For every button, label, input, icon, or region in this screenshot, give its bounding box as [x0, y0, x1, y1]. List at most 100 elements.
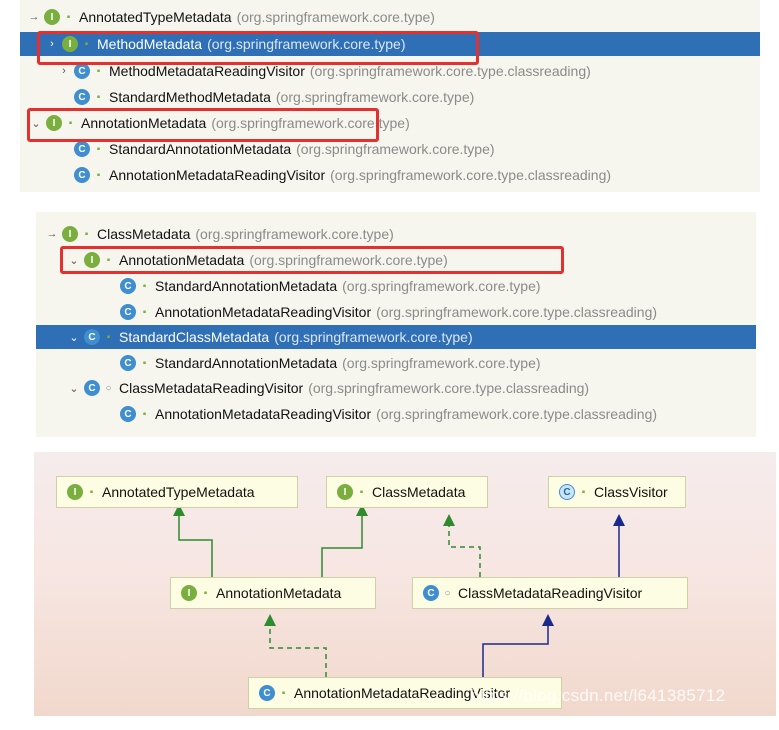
interface-icon: I — [46, 115, 62, 131]
tree-row-annotation-metadata-reading-visitor[interactable]: C ▪ AnnotationMetadataReadingVisitor (or… — [36, 402, 756, 426]
tree-row-name: MethodMetadataReadingVisitor — [109, 63, 305, 79]
collapse-arrow-icon[interactable]: → — [46, 228, 58, 240]
public-modifier-icon: ▪ — [142, 280, 147, 292]
tree-row-name: ClassMetadataReadingVisitor — [119, 380, 304, 396]
public-modifier-icon: ▪ — [96, 91, 101, 103]
public-modifier-icon: ▪ — [203, 587, 208, 599]
node-class-metadata-reading-visitor[interactable]: C ○ ClassMetadataReadingVisitor — [412, 577, 688, 609]
tree-row-name: AnnotationMetadataReadingVisitor — [155, 406, 372, 422]
tree-row-standard-class-metadata[interactable]: ⌄ C ▪ StandardClassMetadata (org.springf… — [36, 325, 756, 349]
node-label: ClassMetadata — [372, 484, 466, 500]
collapse-arrow-icon[interactable]: → — [28, 11, 40, 23]
abstract-class-icon: C — [559, 484, 575, 500]
hierarchy-panel-annotated-type-metadata: → I ▪ AnnotatedTypeMetadata (org.springf… — [20, 0, 760, 192]
watermark-text: https://blog.csdn.net/l641385712 — [470, 686, 726, 705]
tree-row-annotation-metadata-reading-visitor[interactable]: C ▪ AnnotationMetadataReadingVisitor (or… — [36, 300, 756, 324]
class-icon: C — [259, 685, 275, 701]
tree-row-name: StandardAnnotationMetadata — [155, 278, 338, 294]
tree-row-package: (org.springframework.core.type) — [342, 278, 541, 294]
node-label: AnnotationMetadataReadingVisitor — [294, 685, 511, 701]
tree-row-annotation-metadata-reading-visitor[interactable]: C ▪ AnnotationMetadataReadingVisitor (or… — [20, 163, 760, 187]
node-annotation-metadata-reading-visitor[interactable]: C ▪ AnnotationMetadataReadingVisitor — [248, 677, 562, 709]
tree-row-package: (org.springframework.core.type.classread… — [376, 406, 658, 422]
expanded-arrow-icon[interactable]: ⌄ — [69, 254, 79, 267]
tree-row-name: AnnotationMetadata — [81, 115, 207, 131]
tree-row-package: (org.springframework.core.type) — [207, 36, 406, 52]
diagram-connectors — [173, 504, 625, 677]
edge-annotation-metadata-to-class-metadata — [321, 504, 368, 577]
interface-icon: I — [62, 226, 78, 242]
public-modifier-icon: ▪ — [142, 408, 147, 420]
interface-icon: I — [67, 484, 83, 500]
class-icon: C — [120, 304, 136, 320]
tree-row-package: (org.springframework.core.type.classread… — [308, 380, 590, 396]
class-icon: C — [120, 406, 136, 422]
tree-row-method-metadata[interactable]: › I ▪ MethodMetadata (org.springframewor… — [20, 32, 760, 56]
interface-icon: I — [62, 36, 78, 52]
node-annotated-type-metadata[interactable]: I ▪ AnnotatedTypeMetadata — [56, 476, 298, 508]
tree-row-package: (org.springframework.core.type.classread… — [330, 167, 612, 183]
tree-row-package: (org.springframework.core.type) — [274, 329, 473, 345]
tree-row-name: StandardAnnotationMetadata — [109, 141, 292, 157]
interface-icon: I — [84, 252, 100, 268]
class-icon: C — [74, 89, 90, 105]
public-modifier-icon: ▪ — [142, 306, 147, 318]
class-icon: C — [74, 167, 90, 183]
interface-icon: I — [337, 484, 353, 500]
tree-row-package: (org.springframework.core.type) — [236, 9, 435, 25]
public-modifier-icon: ▪ — [96, 65, 101, 77]
public-modifier-icon: ▪ — [142, 357, 147, 369]
expanded-arrow-icon[interactable]: ⌄ — [69, 331, 79, 344]
tree-row-method-metadata-reading-visitor[interactable]: › C ▪ MethodMetadataReadingVisitor (org.… — [20, 59, 760, 83]
public-modifier-icon: ▪ — [106, 254, 111, 266]
tree-row-package: (org.springframework.core.type) — [296, 141, 495, 157]
tree-row-name: AnnotationMetadata — [119, 252, 245, 268]
tree-row-name: AnnotationMetadataReadingVisitor — [109, 167, 326, 183]
interface-icon: I — [181, 585, 197, 601]
interface-icon: I — [44, 9, 60, 25]
expand-arrow-icon[interactable]: › — [50, 38, 54, 50]
uml-diagram-panel: I ▪ AnnotatedTypeMetadata I ▪ ClassMetad… — [34, 452, 776, 716]
public-modifier-icon: ▪ — [96, 169, 101, 181]
class-icon: C — [423, 585, 439, 601]
node-class-metadata[interactable]: I ▪ ClassMetadata — [326, 476, 488, 508]
tree-row-standard-annotation-metadata[interactable]: C ▪ StandardAnnotationMetadata (org.spri… — [20, 137, 760, 161]
tree-row-package: (org.springframework.core.type) — [195, 226, 394, 242]
edge-annotation-metadata-reading-visitor-to-annotation-metadata — [264, 614, 327, 677]
tree-row-class-metadata[interactable]: → I ▪ ClassMetadata (org.springframework… — [36, 222, 756, 246]
tree-row-package: (org.springframework.core.type.classread… — [309, 63, 591, 79]
tree-row-class-metadata-reading-visitor[interactable]: ⌄ C ○ ClassMetadataReadingVisitor (org.s… — [36, 376, 756, 400]
public-modifier-icon: ▪ — [89, 486, 94, 498]
node-annotation-metadata[interactable]: I ▪ AnnotationMetadata — [170, 577, 376, 609]
tree-row-standard-annotation-metadata[interactable]: C ▪ StandardAnnotationMetadata (org.spri… — [36, 274, 756, 298]
node-label: AnnotationMetadata — [216, 585, 342, 601]
package-private-modifier-icon: ○ — [105, 382, 112, 394]
class-icon: C — [84, 329, 100, 345]
tree-row-name: StandardClassMetadata — [119, 329, 270, 345]
public-modifier-icon: ▪ — [84, 228, 89, 240]
tree-row-package: (org.springframework.core.type) — [275, 89, 475, 105]
package-private-modifier-icon: ○ — [444, 587, 451, 599]
tree-row-annotation-metadata[interactable]: ⌄ I ▪ AnnotationMetadata (org.springfram… — [36, 248, 756, 272]
tree-row-standard-method-metadata[interactable]: C ▪ StandardMethodMetadata (org.springfr… — [20, 85, 760, 109]
class-icon: C — [74, 63, 90, 79]
edge-class-metadata-reading-visitor-to-class-visitor — [613, 514, 625, 577]
tree-row-name: AnnotationMetadataReadingVisitor — [155, 304, 372, 320]
node-class-visitor[interactable]: C ▪ ClassVisitor — [548, 476, 686, 508]
expanded-arrow-icon[interactable]: ⌄ — [31, 117, 41, 130]
tree-row-standard-annotation-metadata[interactable]: C ▪ StandardAnnotationMetadata (org.spri… — [36, 351, 756, 375]
class-icon: C — [84, 380, 100, 396]
public-modifier-icon: ▪ — [359, 486, 364, 498]
tree-row-annotation-metadata[interactable]: ⌄ I ▪ AnnotationMetadata (org.springfram… — [20, 111, 760, 135]
tree-row-annotated-type-metadata[interactable]: → I ▪ AnnotatedTypeMetadata (org.springf… — [20, 5, 760, 29]
tree-row-name: AnnotatedTypeMetadata — [79, 9, 232, 25]
tree-row-package: (org.springframework.core.type.classread… — [376, 304, 658, 320]
tree-row-package: (org.springframework.core.type) — [342, 355, 541, 371]
public-modifier-icon: ▪ — [68, 117, 73, 129]
class-icon: C — [74, 141, 90, 157]
expand-arrow-icon[interactable]: › — [62, 65, 66, 77]
node-label: AnnotatedTypeMetadata — [102, 484, 255, 500]
expanded-arrow-icon[interactable]: ⌄ — [69, 382, 79, 395]
tree-row-package: (org.springframework.core.type) — [249, 252, 448, 268]
tree-row-name: StandardAnnotationMetadata — [155, 355, 338, 371]
